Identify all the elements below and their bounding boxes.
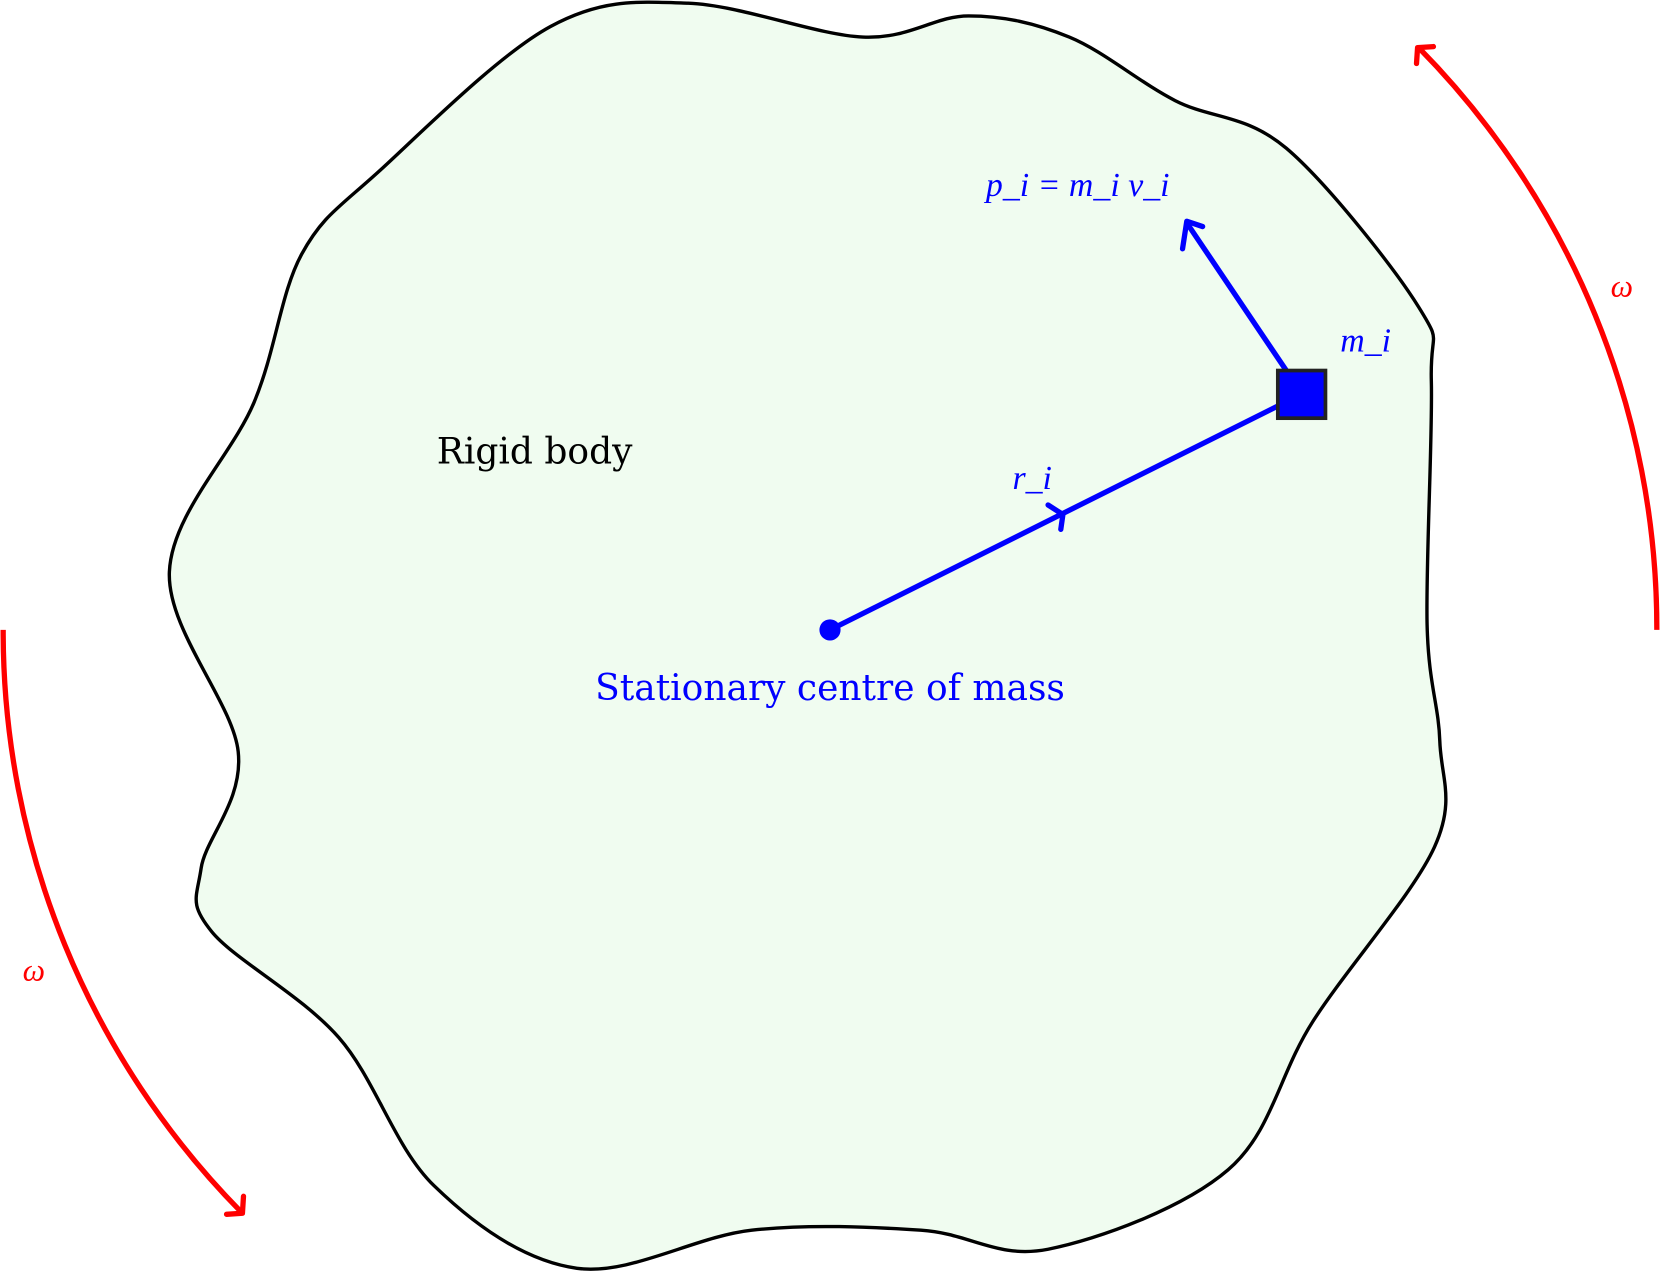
momentum-vector: [1185, 222, 1289, 373]
position-vector: [828, 403, 1281, 633]
rigid-body-label: Rigid body: [437, 432, 633, 473]
centre-of-mass-label: Stationary centre of mass: [595, 668, 1065, 709]
mass-label: m_i: [1340, 322, 1391, 359]
omega-label-left: ω: [23, 952, 45, 987]
rotation-arrowhead-left: [223, 1193, 247, 1217]
mass-element: [1275, 368, 1328, 421]
position-vector-midarrow: [1045, 502, 1066, 532]
centre-of-mass-dot: [819, 619, 841, 641]
rotation-arc-left: [0, 629, 244, 1215]
momentum-arrowhead: [1179, 218, 1206, 252]
momentum-label: p_i = m_i v_i: [984, 167, 1170, 204]
rotation-arrowhead-right: [1413, 43, 1437, 67]
rotation-arc-right: [1416, 45, 1660, 630]
rigid-body-outline: [167, 0, 1448, 1271]
position-vector-label: r_i: [1012, 460, 1052, 497]
omega-label-right: ω: [1611, 268, 1633, 303]
